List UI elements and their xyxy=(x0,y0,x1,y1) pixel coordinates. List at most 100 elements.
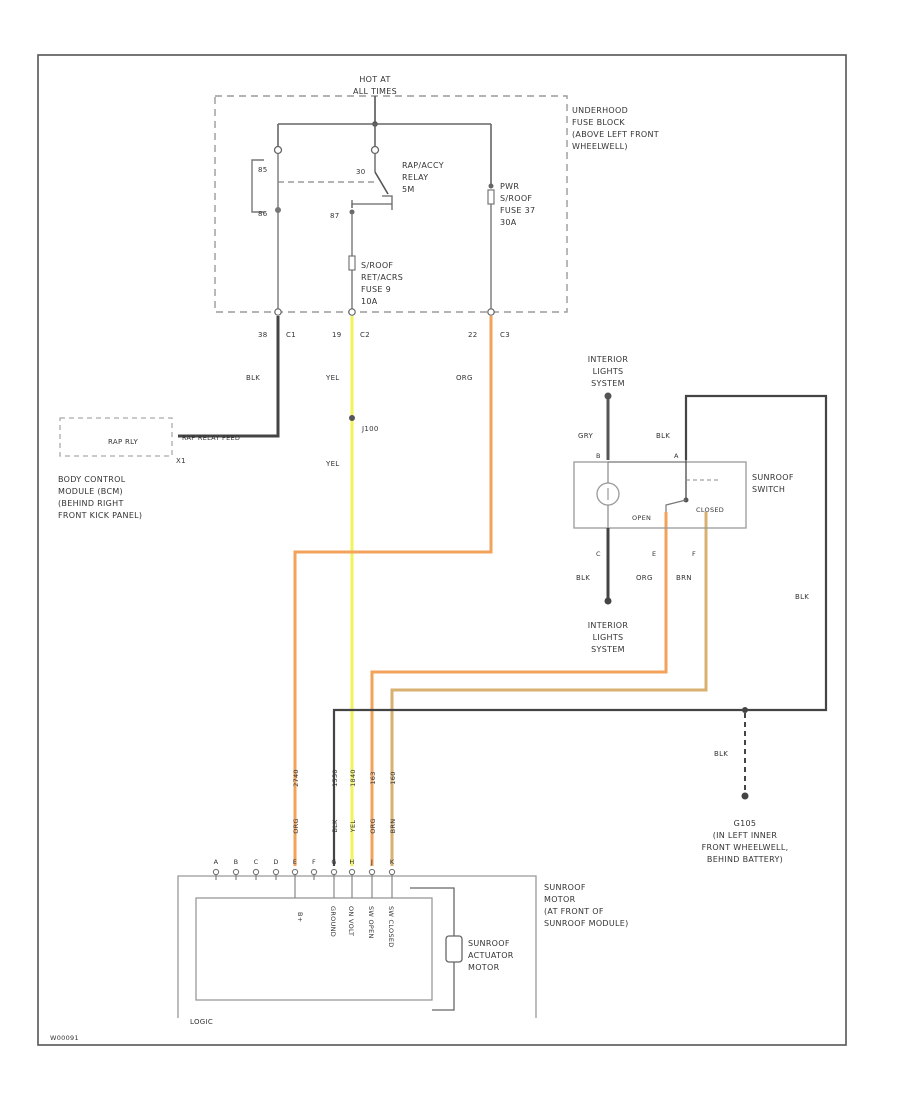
svg-text:30: 30 xyxy=(356,168,366,176)
svg-text:YEL: YEL xyxy=(349,820,357,834)
fuse-block-name-2: FUSE BLOCK xyxy=(572,118,625,127)
switch-name-2: SWITCH xyxy=(752,485,785,494)
motor-pin-terminal xyxy=(388,868,396,876)
svg-text:163: 163 xyxy=(369,771,377,784)
svg-text:A: A xyxy=(674,452,679,460)
svg-text:GRY: GRY xyxy=(578,432,593,440)
motor-name-4: SUNROOF MODULE) xyxy=(544,919,629,928)
fuse-block-name-3: (ABOVE LEFT FRONT xyxy=(572,130,659,139)
motor-logic-label: LOGIC xyxy=(190,1018,213,1026)
bcm-outline xyxy=(59,417,173,457)
motor-pin-terminal xyxy=(368,868,376,876)
svg-text:OPEN: OPEN xyxy=(632,514,651,522)
motor-name-3: (AT FRONT OF xyxy=(544,907,604,916)
wire-org-open xyxy=(370,512,668,866)
diagram-frame xyxy=(37,54,847,1046)
ret-fuse-label-4: 10A xyxy=(361,297,378,306)
interior-top-1: INTERIOR xyxy=(588,355,629,364)
bcm-desc-1: BODY CONTROL xyxy=(58,475,126,484)
svg-text:ORG: ORG xyxy=(456,374,473,382)
svg-text:F: F xyxy=(692,550,696,558)
pwr-fuse-label-1: PWR xyxy=(500,182,519,191)
svg-text:85: 85 xyxy=(258,166,268,174)
ret-fuse-label-3: FUSE 9 xyxy=(361,285,391,294)
bcm-desc-4: FRONT KICK PANEL) xyxy=(58,511,142,520)
interior-bottom-2: LIGHTS xyxy=(593,633,624,642)
switch-housing xyxy=(573,461,747,529)
svg-text:19: 19 xyxy=(332,331,342,339)
svg-text:2740: 2740 xyxy=(292,769,300,787)
svg-text:BLK: BLK xyxy=(714,750,728,758)
motor-pin-letter: A xyxy=(214,858,219,866)
svg-text:YEL: YEL xyxy=(325,374,340,382)
motor-housing xyxy=(177,875,537,1018)
ground-desc-2: FRONT WHEELWELL, xyxy=(702,843,789,852)
motor-pin-letter: E xyxy=(293,858,297,866)
motor-pin-terminal xyxy=(310,868,318,876)
bcm-desc-3: (BEHIND RIGHT xyxy=(58,499,124,508)
interior-bottom-1: INTERIOR xyxy=(588,621,629,630)
svg-text:160: 160 xyxy=(389,771,397,784)
motor-name-1: SUNROOF xyxy=(544,883,586,892)
svg-text:B: B xyxy=(596,452,601,460)
svg-text:C1: C1 xyxy=(286,331,296,339)
motor-pin-terminal xyxy=(232,868,240,876)
interior-top-2: LIGHTS xyxy=(593,367,624,376)
svg-text:BRN: BRN xyxy=(676,574,692,582)
svg-text:1550: 1550 xyxy=(331,769,339,787)
svg-text:C2: C2 xyxy=(360,331,370,339)
footer-code: W00091 xyxy=(50,1034,79,1042)
motor-pin-terminal xyxy=(348,868,356,876)
motor-pin-terminal xyxy=(212,868,220,876)
interior-bottom-3: SYSTEM xyxy=(591,645,625,654)
wire-codes: 2740 1550 1840 163 160 ORG BLK YEL ORG B… xyxy=(292,769,397,834)
motor-pin-terminal xyxy=(272,868,280,876)
svg-text:SW OPEN: SW OPEN xyxy=(367,906,375,939)
sunroof-switch: INTERIOR LIGHTS SYSTEM GRY B A SUNROOF S… xyxy=(573,355,794,654)
svg-text:E: E xyxy=(652,550,656,558)
svg-text:1840: 1840 xyxy=(349,769,357,787)
motor-pin-letter: H xyxy=(349,858,354,866)
actuator-label-1: SUNROOF xyxy=(468,939,510,948)
underhood-fuse-block: HOT AT ALL TIMES UNDERHOOD FUSE BLOCK (A… xyxy=(214,75,659,339)
pwr-fuse-label-2: S/ROOF xyxy=(500,194,532,203)
motor-logic-box xyxy=(195,897,433,1001)
svg-text:YEL: YEL xyxy=(325,460,340,468)
wire-brn-closed xyxy=(390,512,708,866)
wire-blk-ground xyxy=(332,394,828,866)
bcm-desc-2: MODULE (BCM) xyxy=(58,487,123,496)
motor-pin-letter: B xyxy=(234,858,239,866)
relay-switch-arm xyxy=(374,171,389,195)
svg-text:C: C xyxy=(596,550,601,558)
motor-pin-letter: G xyxy=(331,858,336,866)
svg-text:GROUND: GROUND xyxy=(329,906,337,937)
fuse-37 xyxy=(487,189,495,205)
actuator-label-2: ACTUATOR xyxy=(468,951,514,960)
svg-text:CLOSED: CLOSED xyxy=(696,506,724,514)
relay-coil xyxy=(251,159,264,213)
svg-text:22: 22 xyxy=(468,331,478,339)
ground-g105: G105 (IN LEFT INNER FRONT WHEELWELL, BEH… xyxy=(702,819,789,864)
bcm-connector: X1 xyxy=(176,457,186,465)
motor-pin-letter: J xyxy=(370,858,373,866)
motor-pin-letter: C xyxy=(254,858,259,866)
bcm-wire-label: RAP RELAY FEED xyxy=(182,434,240,442)
motor-pin-terminal xyxy=(291,868,299,876)
pwr-fuse-label-3: FUSE 37 xyxy=(500,206,535,215)
svg-text:C3: C3 xyxy=(500,331,510,339)
svg-text:B+: B+ xyxy=(296,912,304,923)
hot-at-label: HOT AT xyxy=(359,75,390,84)
svg-text:87: 87 xyxy=(330,212,340,220)
fuse-block-outline xyxy=(214,95,568,313)
bcm-box-label: RAP RLY xyxy=(108,438,138,446)
actuator-label-3: MOTOR xyxy=(468,963,500,972)
relay-label-3: 5M xyxy=(402,185,415,194)
body-control-module: RAP RLY RAP RELAY FEED X1 BODY CONTROL M… xyxy=(58,417,240,520)
motor-pin-terminal xyxy=(330,868,338,876)
fuse-9 xyxy=(348,255,356,271)
svg-text:BLK: BLK xyxy=(246,374,260,382)
motor-pin-letter: K xyxy=(390,858,395,866)
